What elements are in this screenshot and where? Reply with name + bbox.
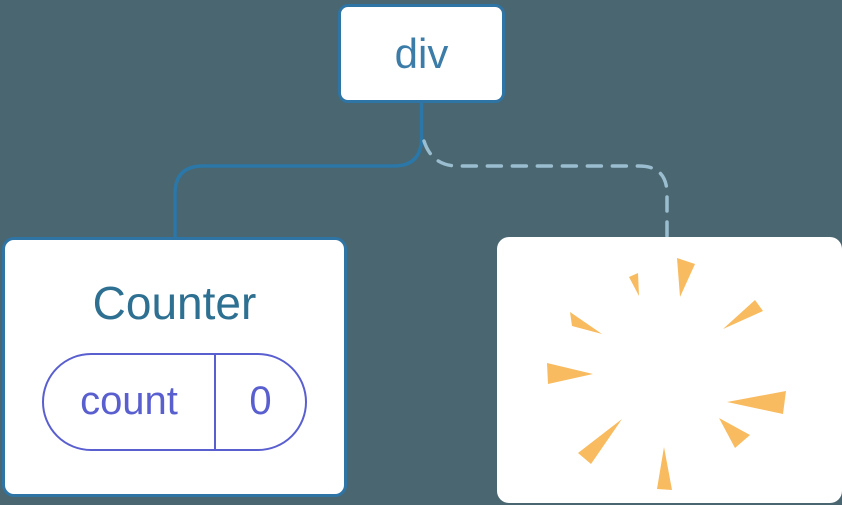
root-node-label: div — [394, 29, 449, 77]
counter-title: Counter — [92, 277, 257, 329]
state-value: 0 — [249, 379, 272, 424]
state-name: count — [44, 354, 216, 449]
solid-connector-line — [173, 98, 424, 242]
counter-node: Counter count 0 — [2, 237, 347, 497]
dashed-connector-line — [422, 139, 669, 242]
state-pill: count 0 — [42, 352, 307, 451]
poof-node — [497, 237, 842, 503]
poof-burst-icon — [547, 258, 786, 490]
root-node: div — [338, 4, 505, 103]
